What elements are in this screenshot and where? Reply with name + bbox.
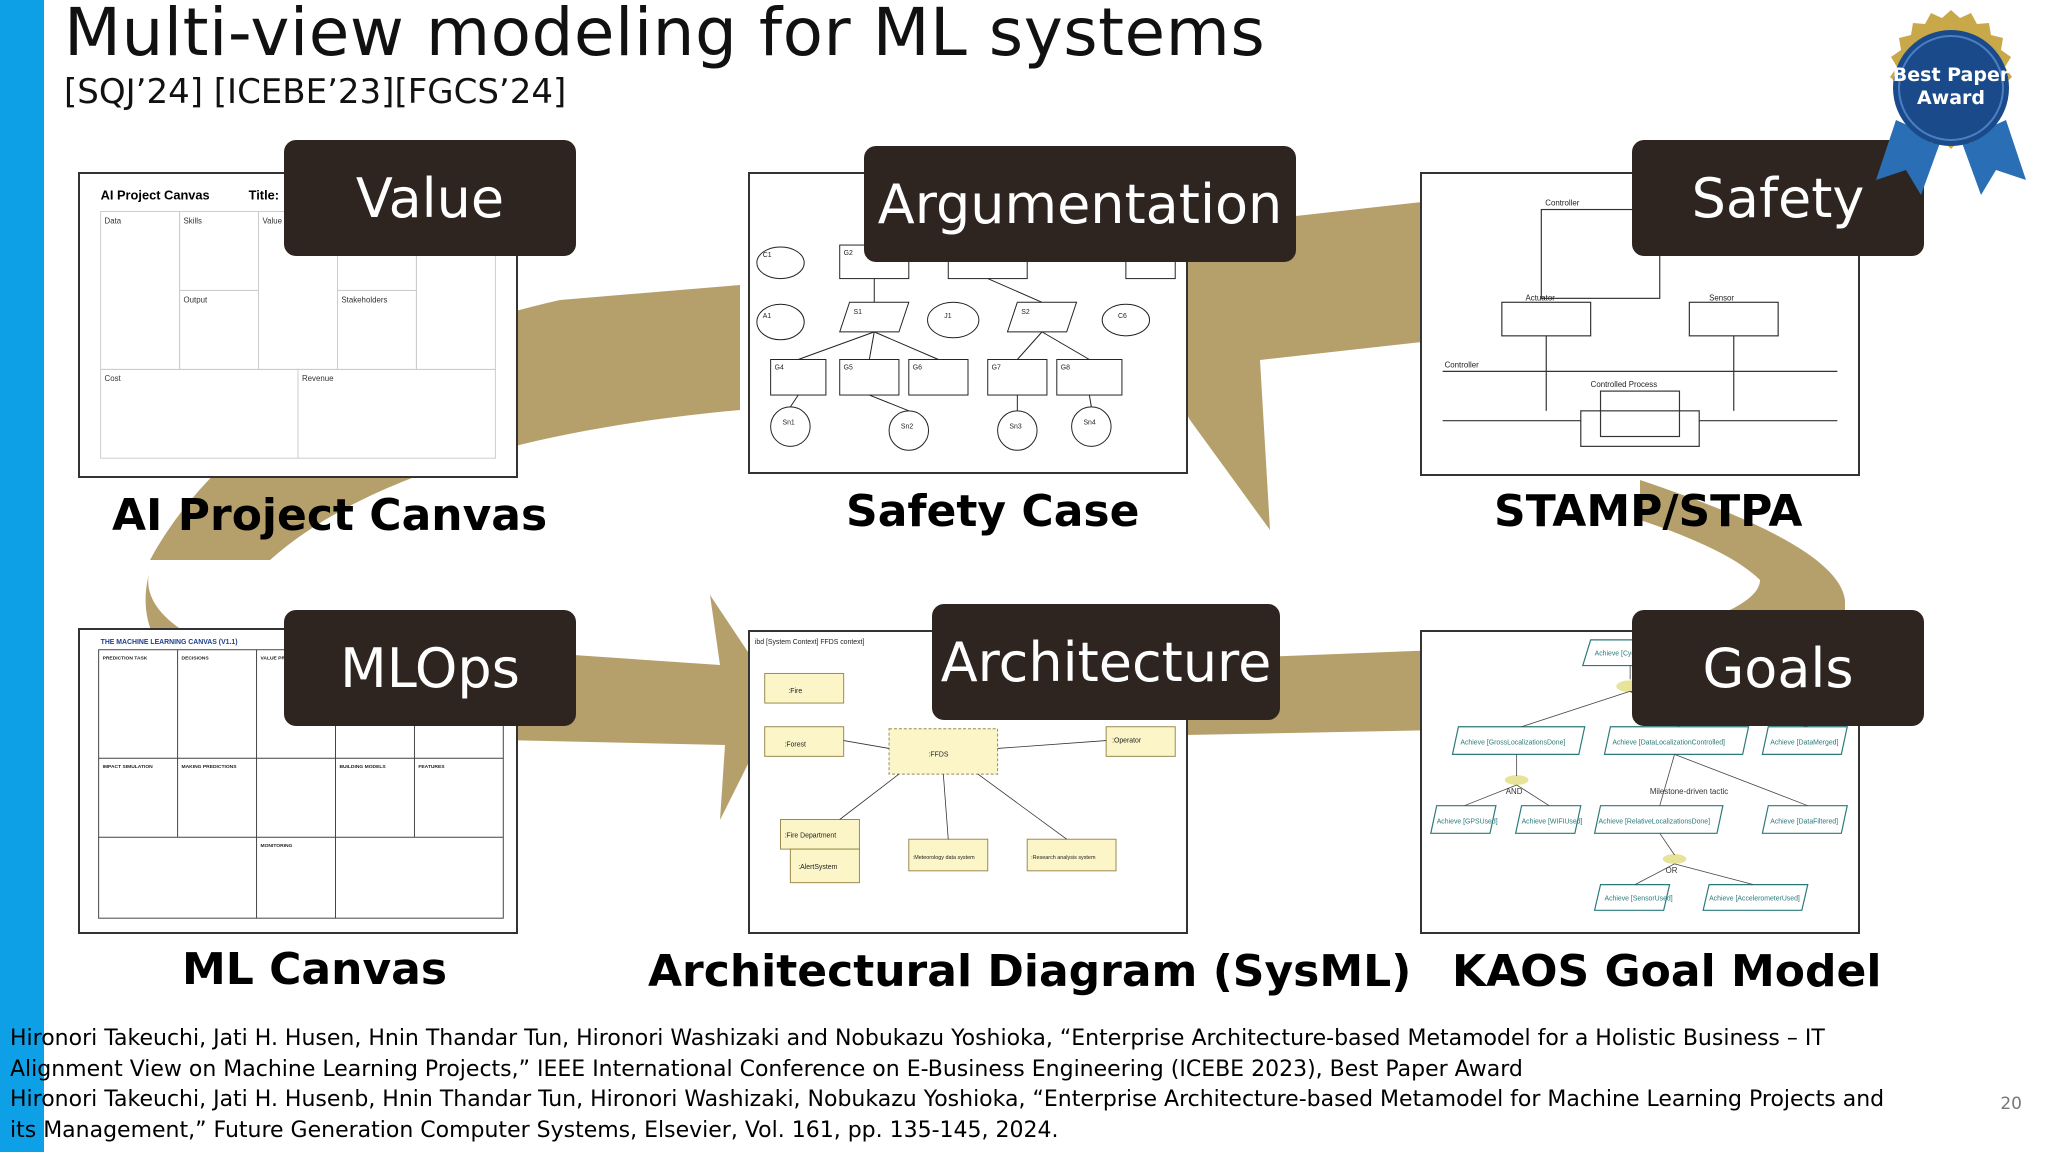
svg-text::Fire Department: :Fire Department xyxy=(784,832,836,839)
svg-text:A1: A1 xyxy=(763,313,772,320)
slide-subtitle: [SQJ’24] [ICEBE’23][FGCS’24] xyxy=(64,72,567,112)
arrow-bottom-left xyxy=(500,595,780,820)
svg-text::Research analysis system: :Research analysis system xyxy=(1031,855,1096,861)
caption-kaos: KAOS Goal Model xyxy=(1452,946,1882,997)
canvas-title: AI Project Canvas xyxy=(101,188,210,203)
canvas-cell-skills: Skills xyxy=(184,216,202,225)
svg-text::Meteorology data system: :Meteorology data system xyxy=(913,855,975,861)
canvas-cell-stakeholders: Stakeholders xyxy=(341,295,387,304)
svg-text:Controlled Process: Controlled Process xyxy=(1591,380,1658,389)
reference-line: Alignment View on Machine Learning Proje… xyxy=(10,1056,1523,1082)
svg-text:ibd [System Context] FFDS cont: ibd [System Context] FFDS context] xyxy=(755,639,865,646)
svg-text:G4: G4 xyxy=(775,364,784,371)
svg-text::Forest: :Forest xyxy=(784,741,806,748)
svg-text:C1: C1 xyxy=(763,252,772,259)
tag-safety: Safety xyxy=(1632,140,1924,256)
canvas-cell-data: Data xyxy=(105,216,122,225)
svg-text:Achieve [SensorUsed]: Achieve [SensorUsed] xyxy=(1604,895,1672,902)
svg-text:Sn3: Sn3 xyxy=(1009,424,1021,431)
svg-text:Sn1: Sn1 xyxy=(782,420,794,427)
svg-text:G2: G2 xyxy=(844,250,853,257)
caption-stamp-stpa: STAMP/STPA xyxy=(1494,486,1803,537)
svg-text:MAKING PREDICTIONS: MAKING PREDICTIONS xyxy=(182,764,238,770)
svg-text:Achieve [RelativeLocalizations: Achieve [RelativeLocalizationsDone] xyxy=(1599,818,1711,825)
accent-bar xyxy=(0,0,44,1152)
svg-text:G6: G6 xyxy=(913,364,922,371)
svg-text:S2: S2 xyxy=(1021,309,1030,316)
svg-text:PREDICTION TASK: PREDICTION TASK xyxy=(103,656,148,662)
reference-line: its Management,” Future Generation Compu… xyxy=(10,1117,1059,1143)
svg-text:Achieve [WIFIUsed]: Achieve [WIFIUsed] xyxy=(1522,818,1583,825)
tag-architecture: Architecture xyxy=(932,604,1280,720)
svg-text:Achieve [DataFiltered]: Achieve [DataFiltered] xyxy=(1770,818,1838,825)
svg-text:OR: OR xyxy=(1666,866,1678,875)
award-text: Best Paper Award xyxy=(1892,64,2010,109)
svg-text:G8: G8 xyxy=(1061,364,1070,371)
svg-text:Achieve [GrossLocalizationsDon: Achieve [GrossLocalizationsDone] xyxy=(1460,740,1565,747)
svg-text:Controller: Controller xyxy=(1545,199,1580,208)
svg-text:G5: G5 xyxy=(844,364,853,371)
page-number: 20 xyxy=(2000,1094,2022,1114)
references: Hironori Takeuchi, Jati H. Husen, Hnin T… xyxy=(10,1024,1910,1146)
svg-text:Sensor: Sensor xyxy=(1709,293,1734,302)
svg-text:C6: C6 xyxy=(1118,313,1127,320)
svg-text:Sn4: Sn4 xyxy=(1083,420,1095,427)
svg-text:BUILDING MODELS: BUILDING MODELS xyxy=(339,764,386,770)
svg-text:THE MACHINE LEARNING CANVAS (V: THE MACHINE LEARNING CANVAS (V1.1) xyxy=(101,639,238,646)
svg-text:AND: AND xyxy=(1506,787,1523,796)
reference-line: Hironori Takeuchi, Jati H. Husen, Hnin T… xyxy=(10,1026,1825,1051)
svg-text:FEATURES: FEATURES xyxy=(418,764,445,770)
svg-text::AlertSystem: :AlertSystem xyxy=(798,864,837,871)
svg-text:IMPACT SIMULATION: IMPACT SIMULATION xyxy=(103,764,154,770)
svg-text:S1: S1 xyxy=(854,309,863,316)
tag-argumentation: Argumentation xyxy=(864,146,1296,262)
caption-ml-canvas: ML Canvas xyxy=(182,944,448,995)
svg-text:DECISIONS: DECISIONS xyxy=(182,656,210,662)
canvas-cell-value: Value xyxy=(262,216,282,225)
svg-text:Achieve [GPSUsed]: Achieve [GPSUsed] xyxy=(1437,818,1498,825)
svg-text:Achieve [CycabLoc...]: Achieve [CycabLoc...] xyxy=(1595,651,1662,658)
svg-text::FFDS: :FFDS xyxy=(929,751,949,758)
arrow-top-right xyxy=(1120,200,1440,530)
svg-text:J1: J1 xyxy=(944,313,951,320)
canvas-title-field: Title: xyxy=(249,188,279,203)
svg-text:Sn2: Sn2 xyxy=(901,424,913,431)
svg-text:Actuator: Actuator xyxy=(1526,293,1556,302)
svg-text::Fire: :Fire xyxy=(788,688,802,695)
award-ribbon-icon xyxy=(1876,10,2026,195)
tag-mlops: MLOps xyxy=(284,610,576,726)
tag-goals: Goals xyxy=(1632,610,1924,726)
svg-text:Achieve [DataMerged]: Achieve [DataMerged] xyxy=(1770,740,1838,747)
canvas-cell-cost: Cost xyxy=(105,374,122,383)
svg-text:MONITORING: MONITORING xyxy=(260,843,292,849)
slide-title: Multi-view modeling for ML systems xyxy=(64,0,1266,71)
caption-ai-project-canvas: AI Project Canvas xyxy=(112,490,548,541)
reference-line: Hironori Takeuchi, Jati H. Husenb, Hnin … xyxy=(10,1087,1885,1112)
canvas-cell-output: Output xyxy=(184,295,208,304)
svg-text:G7: G7 xyxy=(992,364,1001,371)
svg-text:Milestone-driven tactic: Milestone-driven tactic xyxy=(1650,787,1728,796)
caption-safety-case: Safety Case xyxy=(846,486,1140,537)
svg-text:Achieve [DataLocalizationContr: Achieve [DataLocalizationControlled] xyxy=(1612,740,1725,747)
svg-text::Operator: :Operator xyxy=(1112,738,1142,745)
svg-text:Controller: Controller xyxy=(1445,360,1480,369)
canvas-cell-revenue: Revenue xyxy=(302,374,334,383)
tag-value: Value xyxy=(284,140,576,256)
svg-text:Achieve [AccelerometerUsed]: Achieve [AccelerometerUsed] xyxy=(1709,895,1800,902)
caption-sysml: Architectural Diagram (SysML) xyxy=(648,946,1412,997)
